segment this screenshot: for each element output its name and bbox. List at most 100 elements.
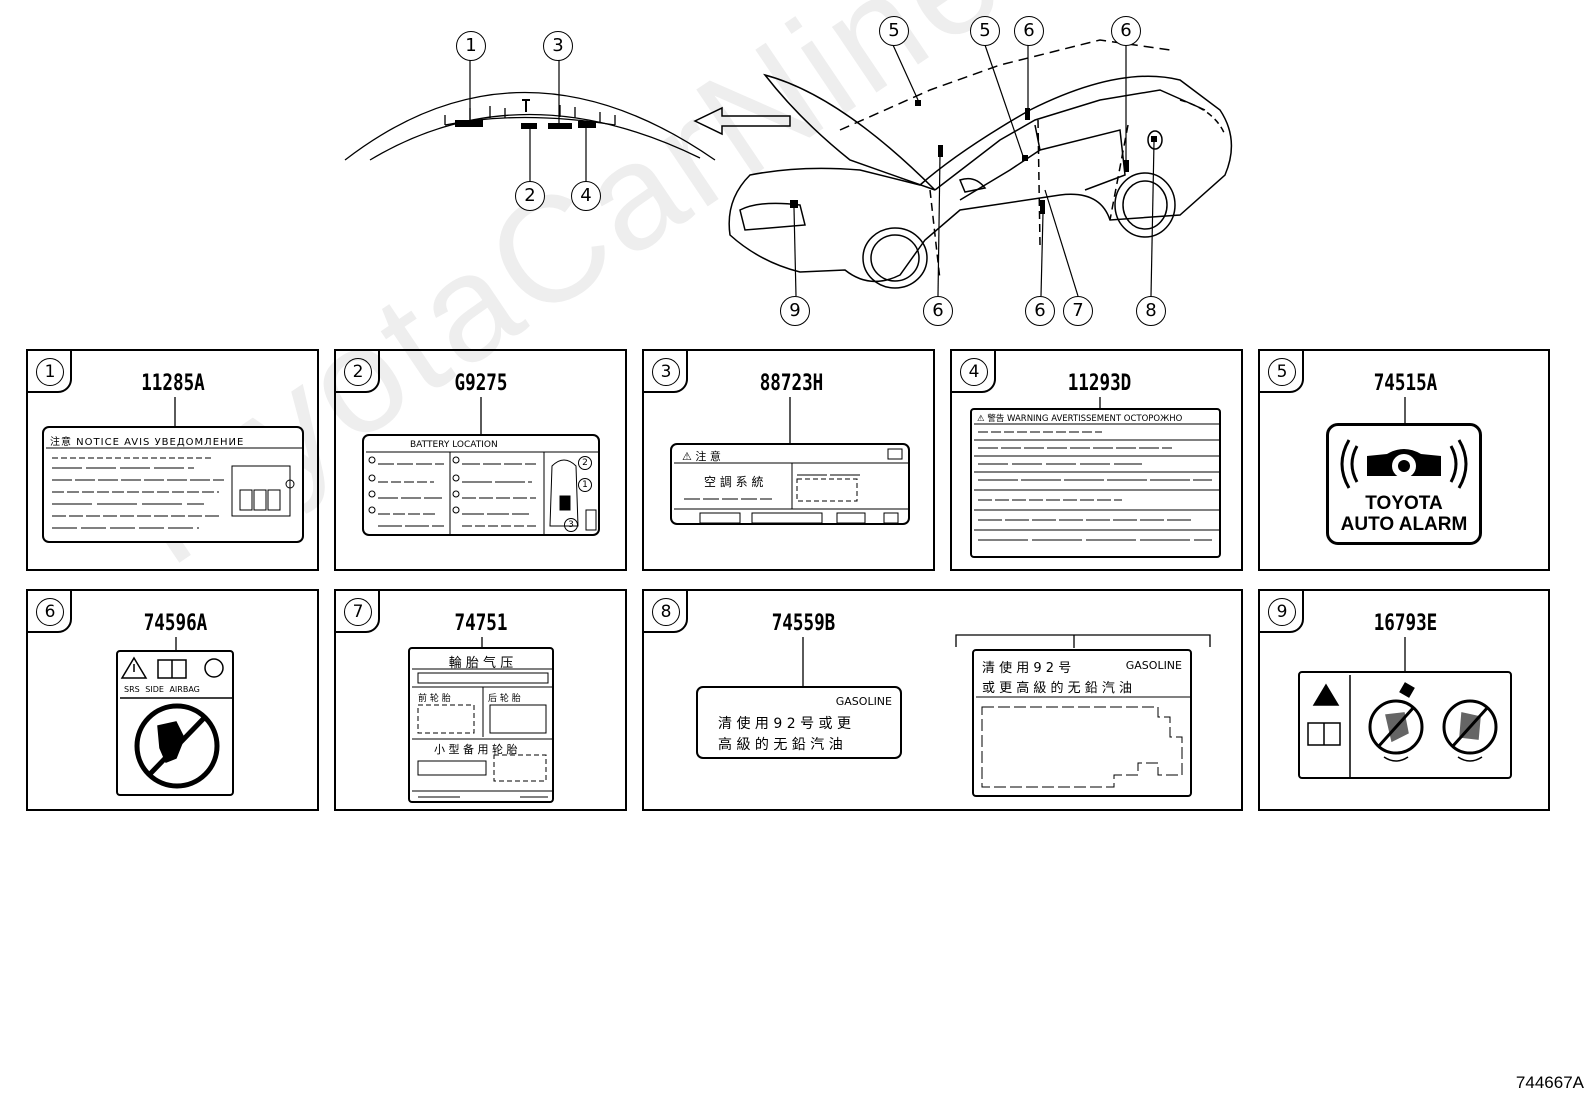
panel-tab: 9	[1258, 589, 1304, 633]
ac-system-label: ⚠ 注 意 空 調 系 統	[670, 443, 910, 525]
rear-tire-label: 后 轮 胎	[488, 694, 521, 704]
callout-6-pillar-rear: 6	[1111, 16, 1141, 46]
panel-9: 9 16793E	[1258, 589, 1550, 811]
leader-line	[789, 397, 791, 444]
part-number: 74515A	[1373, 371, 1438, 396]
panel-number: 1	[36, 358, 64, 386]
auto-alarm-label: TOYOTA AUTO ALARM	[1326, 423, 1482, 545]
leader-line	[174, 397, 176, 426]
panel-number: 6	[36, 598, 64, 626]
panel-7: 7 74751 輪 胎 气 压 前 轮 胎 后 轮 胎 小 型 备 用 轮 胎	[334, 589, 627, 811]
gasoline-text: GASOLINE	[835, 695, 892, 708]
fuel-right-text-1: 清 使 用 9 2 号	[982, 661, 1072, 676]
panel-number: 3	[652, 358, 680, 386]
panel-1: 1 11285A 注意 NOTICE AVIS УВЕДОМЛЕНИЕ	[26, 349, 319, 571]
label-lines	[46, 447, 304, 529]
panel-6: 6 74596A SRS SIDE AIRBAG	[26, 589, 319, 811]
callout-6-front-door: 6	[923, 296, 953, 326]
spare-tire-label: 小 型 备 用 轮 胎	[434, 743, 518, 756]
callout-6-rear-door: 6	[1025, 296, 1055, 326]
part-number: 88723H	[759, 371, 824, 396]
part-number: 11293D	[1067, 371, 1132, 396]
fuel-right-text-2: 或 更 高 級 的 无 鉛 汽 油	[982, 681, 1133, 696]
panel-8: 8 74559B GASOLINE 清 使 用 9 2 号 或 更 高 級 的 …	[642, 589, 1243, 811]
header-text: 注 意	[695, 450, 721, 463]
callout-1: 1	[456, 31, 486, 61]
callout-7: 7	[1063, 296, 1093, 326]
callout-5-door: 5	[970, 16, 1000, 46]
panel-tab: 4	[950, 349, 996, 393]
fuel-label-small: GASOLINE 清 使 用 9 2 号 或 更 高 級 的 无 鉛 汽 油	[696, 686, 902, 759]
label-lines	[976, 696, 1192, 788]
part-number: 74596A	[143, 611, 208, 636]
label-lines	[412, 668, 554, 798]
panel-tab: 6	[26, 589, 72, 633]
callout-6-pillar-front: 6	[1014, 16, 1044, 46]
label-body: 空 調 系 統	[704, 475, 764, 489]
part-number: 11285A	[141, 371, 205, 396]
side-airbag-label: SRS SIDE AIRBAG	[116, 650, 234, 796]
part-number: 74559B	[771, 611, 836, 636]
part-number: 16793E	[1373, 611, 1438, 636]
label-lines	[674, 448, 910, 524]
callout-2: 2	[515, 181, 545, 211]
panel-number: 5	[1268, 358, 1296, 386]
callout-3: 3	[543, 31, 573, 61]
leader-line	[175, 637, 177, 651]
alarm-line-1: TOYOTA	[1365, 493, 1443, 514]
dash-label-marks	[455, 120, 596, 129]
panel-number: 9	[1268, 598, 1296, 626]
direction-arrow	[693, 106, 791, 136]
panel-tab: 5	[1258, 349, 1304, 393]
panel-tab: 7	[334, 589, 380, 633]
leader-line	[1099, 397, 1101, 409]
airbag-caption: SRS SIDE AIRBAG	[124, 685, 200, 694]
battery-mark: 2	[578, 456, 592, 470]
battery-location-label: BATTERY LOCATION	[362, 434, 600, 536]
callout-8: 8	[1136, 296, 1166, 326]
callout-9: 9	[780, 296, 810, 326]
alarm-line-2: AUTO ALARM	[1340, 514, 1468, 535]
battery-mark: 3	[564, 518, 578, 532]
figure-code: 744667A	[1515, 1073, 1584, 1092]
leader-line	[481, 637, 483, 647]
panel-tab: 3	[642, 349, 688, 393]
panel-tab: 2	[334, 349, 380, 393]
vehicle-overview-drawing	[344, 39, 1233, 297]
part-number: 74751	[454, 611, 508, 636]
alarm-icon	[1340, 439, 1468, 489]
car-outline	[728, 39, 1233, 289]
warning-label: ⚠ 警告 WARNING AVERTISSEMENT ОСТОРОЖНО	[970, 408, 1221, 558]
leader-line	[480, 397, 482, 434]
fuel-label-large: 清 使 用 9 2 号 GASOLINE 或 更 高 級 的 无 鉛 汽 油	[972, 649, 1192, 797]
front-tire-label: 前 轮 胎	[418, 694, 451, 704]
notice-label: 注意 NOTICE AVIS УВЕДОМЛЕНИЕ	[42, 426, 304, 543]
panel-tab: 1	[26, 349, 72, 393]
leader-line	[1404, 637, 1406, 672]
callout-5-hood: 5	[879, 16, 909, 46]
label-header: ⚠ 警告 WARNING AVERTISSEMENT ОСТОРОЖНО	[977, 414, 1183, 424]
gasoline-text: GASOLINE	[1125, 659, 1182, 672]
panel-number: 8	[652, 598, 680, 626]
car-label-marks	[790, 100, 1157, 214]
leader-line	[1404, 397, 1406, 423]
panel-number: 4	[960, 358, 988, 386]
airbag-child-seat-label	[1298, 671, 1512, 779]
tire-pressure-label: 輪 胎 气 压 前 轮 胎 后 轮 胎 小 型 备 用 轮 胎	[408, 647, 554, 803]
label-lines	[974, 423, 1221, 541]
leader-lines	[802, 634, 1211, 687]
label-header: ⚠ 注 意	[682, 450, 721, 463]
label-header: 注意 NOTICE AVIS УВЕДОМЛЕНИЕ	[50, 437, 245, 448]
battery-mark: 1	[578, 478, 592, 492]
panel-2: 2 G9275 BATTERY LOCATION	[334, 349, 627, 571]
panel-number: 7	[344, 598, 372, 626]
panel-tab: 8	[642, 589, 688, 633]
child-seat-warning-icons	[1307, 675, 1498, 779]
label-lines	[366, 451, 600, 534]
fuel-text-1: 清 使 用 9 2 号 或 更	[718, 716, 851, 732]
callout-4: 4	[571, 181, 601, 211]
panel-3: 3 88723H ⚠ 注 意 空 調 系 統	[642, 349, 935, 571]
panel-5: 5 74515A TOYOTA AUTO ALARM	[1258, 349, 1550, 571]
panel-number: 2	[344, 358, 372, 386]
part-number: G9275	[454, 371, 508, 396]
